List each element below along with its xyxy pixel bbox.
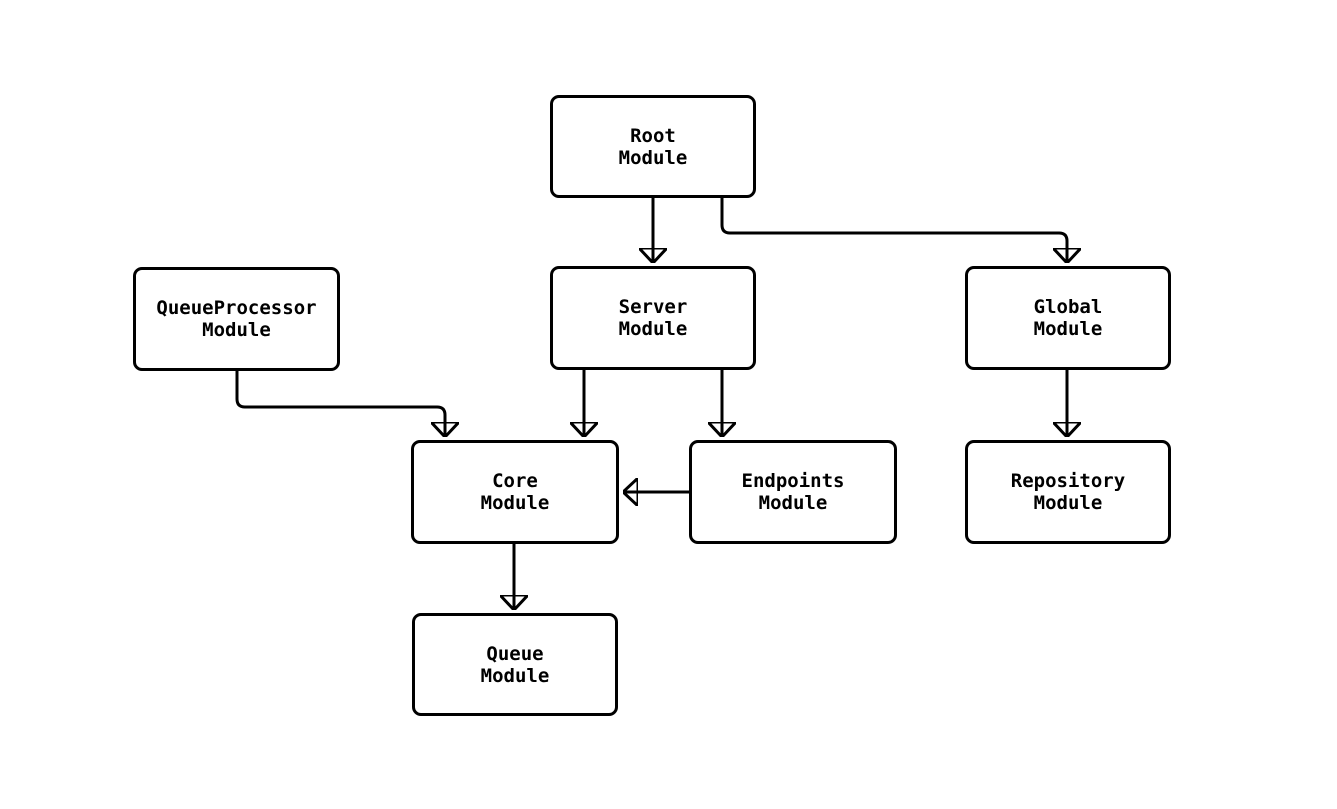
node-endpoints-module-label: Endpoints Module (741, 470, 845, 514)
node-core-module-label: Core Module (480, 470, 550, 514)
edge-queueprocessor-to-core (235, 371, 445, 437)
node-global-module: Global Module (965, 266, 1171, 370)
node-queue-module: Queue Module (412, 613, 618, 716)
node-repository-module: Repository Module (965, 440, 1171, 544)
node-global-module-label: Global Module (1033, 296, 1103, 340)
node-root-module-label: Root Module (618, 124, 688, 169)
node-queue-module-label: Queue Module (480, 642, 550, 687)
node-repository-module-label: Repository Module (1010, 470, 1126, 514)
node-core-module: Core Module (411, 440, 619, 544)
node-queueprocessor-module: QueueProcessor Module (133, 267, 340, 371)
node-root-module: Root Module (550, 95, 756, 198)
node-server-module-label: Server Module (618, 296, 688, 340)
node-endpoints-module: Endpoints Module (689, 440, 897, 544)
node-queueprocessor-module-label: QueueProcessor Module (156, 297, 317, 341)
edge-root-to-global (720, 198, 1067, 263)
node-server-module: Server Module (550, 266, 756, 370)
